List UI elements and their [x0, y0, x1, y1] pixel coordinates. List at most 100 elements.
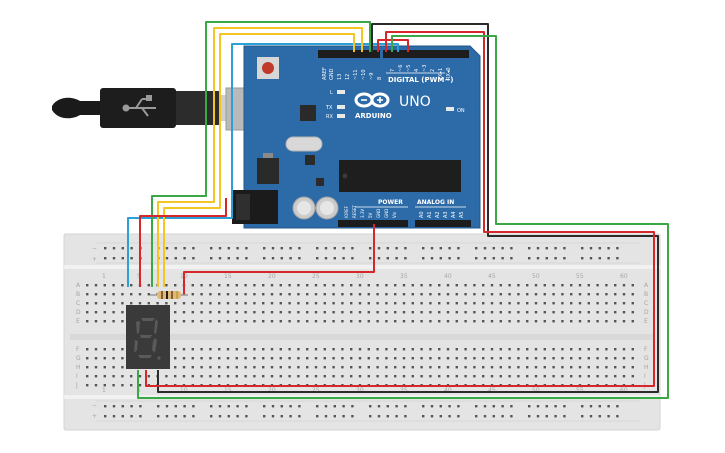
- breadboard-hole[interactable]: [587, 293, 590, 296]
- breadboard-hole[interactable]: [182, 302, 186, 305]
- breadboard-hole[interactable]: [271, 247, 275, 250]
- breadboard-hole[interactable]: [235, 302, 238, 305]
- breadboard-hole[interactable]: [121, 302, 124, 305]
- breadboard-hole[interactable]: [473, 320, 476, 323]
- breadboard-hole[interactable]: [323, 357, 326, 360]
- breadboard-hole[interactable]: [385, 320, 388, 323]
- breadboard-hole[interactable]: [350, 302, 353, 305]
- breadboard-hole[interactable]: [174, 415, 177, 418]
- breadboard-hole[interactable]: [262, 284, 265, 287]
- breadboard-hole[interactable]: [130, 284, 133, 287]
- breadboard-hole[interactable]: [510, 247, 513, 250]
- breadboard-hole[interactable]: [596, 284, 599, 287]
- breadboard-hole[interactable]: [420, 366, 423, 369]
- breadboard-hole[interactable]: [192, 405, 195, 408]
- breadboard-hole[interactable]: [279, 348, 282, 351]
- breadboard-hole[interactable]: [235, 284, 238, 287]
- breadboard-hole[interactable]: [253, 293, 256, 296]
- breadboard-hole[interactable]: [473, 293, 476, 296]
- breadboard-hole[interactable]: [508, 366, 511, 369]
- breadboard-hole[interactable]: [270, 348, 274, 351]
- breadboard-hole[interactable]: [534, 348, 538, 351]
- breadboard-hole[interactable]: [386, 257, 389, 260]
- breadboard-hole[interactable]: [536, 405, 540, 408]
- breadboard-hole[interactable]: [200, 366, 203, 369]
- breadboard-hole[interactable]: [289, 415, 292, 418]
- breadboard-hole[interactable]: [218, 320, 221, 323]
- breadboard-hole[interactable]: [545, 247, 548, 250]
- breadboard-hole[interactable]: [121, 375, 124, 378]
- breadboard-hole[interactable]: [263, 257, 266, 260]
- breadboard-hole[interactable]: [333, 405, 336, 408]
- breadboard-hole[interactable]: [438, 357, 441, 360]
- breadboard-hole[interactable]: [104, 405, 107, 408]
- breadboard-hole[interactable]: [165, 375, 168, 378]
- breadboard-hole[interactable]: [420, 375, 423, 378]
- breadboard-hole[interactable]: [473, 284, 476, 287]
- breadboard-hole[interactable]: [270, 284, 274, 287]
- breadboard-hole[interactable]: [570, 357, 573, 360]
- breadboard-hole[interactable]: [420, 302, 423, 305]
- breadboard-hole[interactable]: [369, 405, 372, 408]
- breadboard-hole[interactable]: [464, 348, 467, 351]
- breadboard-hole[interactable]: [631, 366, 634, 369]
- breadboard-hole[interactable]: [358, 302, 362, 305]
- breadboard-hole[interactable]: [490, 284, 494, 287]
- wires[interactable]: [127, 21, 669, 399]
- breadboard-hole[interactable]: [324, 415, 328, 418]
- breadboard-hole[interactable]: [253, 366, 256, 369]
- breadboard-hole[interactable]: [358, 348, 362, 351]
- breadboard-hole[interactable]: [244, 302, 247, 305]
- breadboard-hole[interactable]: [587, 366, 590, 369]
- breadboard-hole[interactable]: [200, 375, 203, 378]
- breadboard-hole[interactable]: [517, 311, 520, 314]
- breadboard-hole[interactable]: [183, 405, 186, 408]
- breadboard-hole[interactable]: [385, 293, 388, 296]
- breadboard-hole[interactable]: [622, 293, 626, 296]
- breadboard-hole[interactable]: [499, 293, 502, 296]
- breadboard-hole[interactable]: [482, 357, 485, 360]
- breadboard-hole[interactable]: [607, 257, 610, 260]
- breadboard-hole[interactable]: [561, 348, 564, 351]
- breadboard-hole[interactable]: [543, 293, 546, 296]
- breadboard-hole[interactable]: [439, 405, 442, 408]
- breadboard-hole[interactable]: [112, 302, 115, 305]
- breadboard-hole[interactable]: [482, 284, 485, 287]
- breadboard-hole[interactable]: [587, 348, 590, 351]
- breadboard-hole[interactable]: [112, 320, 115, 323]
- breadboard-hole[interactable]: [596, 357, 599, 360]
- breadboard-hole[interactable]: [385, 357, 388, 360]
- breadboard-hole[interactable]: [581, 415, 584, 418]
- breadboard-hole[interactable]: [561, 357, 564, 360]
- breadboard-hole[interactable]: [394, 320, 397, 323]
- breadboard-hole[interactable]: [464, 320, 467, 323]
- breadboard-hole[interactable]: [455, 375, 458, 378]
- breadboard-hole[interactable]: [130, 415, 133, 418]
- breadboard-hole[interactable]: [457, 415, 460, 418]
- breadboard-hole[interactable]: [358, 293, 362, 296]
- breadboard-hole[interactable]: [420, 320, 423, 323]
- breadboard-hole[interactable]: [112, 293, 115, 296]
- breadboard-hole[interactable]: [253, 311, 256, 314]
- breadboard-hole[interactable]: [235, 311, 238, 314]
- breadboard-hole[interactable]: [210, 405, 213, 408]
- breadboard-hole[interactable]: [614, 311, 617, 314]
- breadboard-hole[interactable]: [297, 375, 300, 378]
- breadboard-hole[interactable]: [358, 320, 362, 323]
- breadboard-hole[interactable]: [306, 375, 309, 378]
- breadboard-hole[interactable]: [464, 311, 467, 314]
- breadboard-hole[interactable]: [631, 311, 634, 314]
- breadboard-hole[interactable]: [103, 284, 106, 287]
- breadboard-hole[interactable]: [351, 415, 354, 418]
- breadboard-hole[interactable]: [534, 293, 538, 296]
- breadboard-hole[interactable]: [297, 284, 300, 287]
- breadboard-hole[interactable]: [605, 284, 608, 287]
- breadboard-hole[interactable]: [103, 311, 106, 314]
- breadboard-hole[interactable]: [402, 366, 406, 369]
- breadboard-hole[interactable]: [218, 375, 221, 378]
- breadboard-hole[interactable]: [262, 375, 265, 378]
- breadboard-hole[interactable]: [622, 366, 626, 369]
- breadboard-hole[interactable]: [130, 293, 133, 296]
- breadboard-hole[interactable]: [244, 284, 247, 287]
- breadboard-hole[interactable]: [279, 302, 282, 305]
